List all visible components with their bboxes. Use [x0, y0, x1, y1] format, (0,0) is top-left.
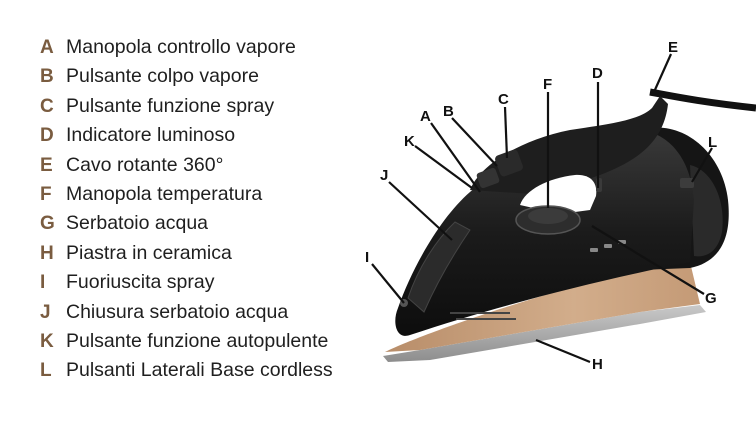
leader-h: [535, 338, 591, 364]
leader-e: [652, 53, 673, 93]
legend-letter: H: [40, 242, 54, 264]
leader-j: [388, 181, 453, 241]
legend-letter: L: [40, 360, 52, 382]
legend-text: Chiusura serbatoio acqua: [66, 300, 289, 323]
legend-item-a: A Manopola controllo vapore: [40, 36, 333, 65]
callout-i: I: [365, 249, 369, 266]
legend-text: Pulsante funzione spray: [66, 94, 275, 117]
legend-text: Pulsante colpo vapore: [66, 65, 259, 88]
legend-letter: D: [40, 125, 54, 147]
legend-text: Manopola controllo vapore: [66, 36, 296, 58]
leader-lines: [371, 53, 713, 364]
legend-text: Piastra in ceramica: [66, 241, 232, 264]
legend-item-l: L Pulsanti Laterali Base cordless: [40, 359, 333, 388]
power-cord: [649, 88, 756, 112]
callout-g: G: [705, 290, 717, 307]
legend-text: Fuoriuscita spray: [66, 271, 215, 294]
control-panel-icons: [590, 240, 626, 252]
legend-letter: A: [40, 37, 54, 58]
legend-letter: C: [40, 95, 54, 117]
legend-item-d: D Indicatore luminoso: [40, 124, 333, 153]
legend-item-b: B Pulsante colpo vapore: [40, 65, 333, 94]
callout-labels: A B C D E F G H I J K L: [365, 39, 717, 373]
callout-b: B: [443, 103, 454, 120]
legend-text: Indicatore luminoso: [66, 124, 236, 147]
legend-text: Manopola temperatura: [66, 182, 263, 205]
legend-letter: I: [40, 272, 46, 294]
leader-l: [691, 147, 713, 183]
legend-letter: K: [40, 330, 54, 352]
leader-a: [430, 122, 481, 193]
legend-item-h: H Piastra in ceramica: [40, 242, 333, 271]
legend-text: Serbatoio acqua: [66, 212, 209, 235]
legend-text: Cavo rotante 360°: [66, 153, 224, 176]
ceramic-soleplate: [383, 305, 706, 362]
legend-letter: F: [40, 183, 52, 205]
spray-button[interactable]: [494, 149, 524, 178]
legend-letter: G: [40, 213, 55, 235]
steam-vents: [450, 312, 516, 320]
legend-letter: E: [40, 154, 53, 176]
leader-g: [591, 225, 705, 295]
callout-h: H: [592, 356, 603, 373]
leader-i: [371, 263, 405, 304]
callout-f: F: [543, 76, 552, 93]
legend-item-j: J Chiusura serbatoio acqua: [40, 301, 333, 330]
heel-face: [690, 165, 723, 257]
leader-k: [414, 145, 473, 189]
legend-item-g: G Serbatoio acqua: [40, 212, 333, 241]
callout-l: L: [708, 134, 717, 151]
parts-legend: A Manopola controllo vapore B Pulsante col…: [40, 36, 333, 389]
legend-item-c: C Pulsante funzione spray: [40, 95, 333, 124]
callout-d: D: [592, 65, 603, 82]
leader-b: [451, 117, 498, 167]
leader-c: [503, 106, 509, 159]
callout-j: J: [380, 167, 388, 184]
callout-a: A: [420, 108, 431, 125]
legend-text: Pulsanti Laterali Base cordless: [66, 359, 333, 382]
callout-k: K: [404, 133, 415, 150]
legend-item-i: I Fuoriuscita spray: [40, 271, 333, 300]
steam-burst-button[interactable]: [476, 167, 500, 189]
legend-item-e: E Cavo rotante 360°: [40, 154, 333, 183]
legend-item-f: F Manopola temperatura: [40, 183, 333, 212]
legend-letter: J: [40, 301, 51, 323]
temperature-dial-cap: [528, 208, 568, 224]
water-tank: [407, 221, 471, 313]
callout-e: E: [668, 39, 678, 56]
side-base-buttons[interactable]: [680, 178, 694, 188]
handle-opening: [520, 174, 597, 214]
callout-c: C: [498, 91, 509, 108]
soleplate-band: [385, 262, 700, 352]
legend-text: Pulsante funzione autopulente: [66, 329, 329, 352]
legend-letter: B: [40, 66, 54, 88]
steam-iron: [383, 96, 729, 362]
legend-item-k: K Pulsante funzione autopulente: [40, 330, 333, 359]
